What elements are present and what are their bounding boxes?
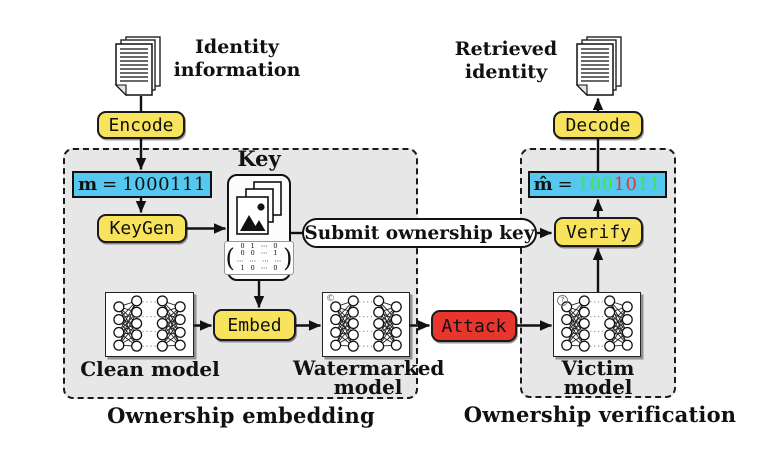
recovered-variable: m̂ (533, 174, 553, 195)
question-badge-icon: ? (557, 295, 568, 306)
retrieved-identity-label: Retrieved identity (454, 38, 558, 83)
matrix-right-paren: ) (283, 243, 293, 273)
identity-document-icon (114, 36, 161, 97)
neural-network-icon (561, 295, 633, 352)
key-icon: ( 0 1 ⋯ 0 0 0 ⋯ 1 ⋯ ⋯ ⋯ ⋯ 1 0 ⋯ 0 ) (223, 174, 295, 281)
clean-model-icon (105, 292, 194, 357)
ownership-verification-title: Ownership verification (463, 402, 737, 427)
attack-step-box: Attack (431, 310, 517, 342)
key-matrix: ( 0 1 ⋯ 0 0 0 ⋯ 1 ⋯ ⋯ ⋯ ⋯ 1 0 ⋯ 0 ) (223, 240, 295, 275)
recovered-bits: 1001011 (578, 174, 662, 195)
bits-correct-segment: 100 (577, 174, 614, 195)
bits-correct-segment: 11 (637, 174, 662, 195)
retrieved-document-icon (575, 36, 622, 97)
keygen-step-box: KeyGen (97, 214, 187, 243)
neural-network-icon (113, 295, 186, 352)
submit-ownership-key-pill: Submit ownership key (302, 218, 537, 248)
key-label: Key (237, 146, 281, 171)
watermarked-model-icon: © (322, 292, 410, 357)
matrix-row: ⋯ ⋯ ⋯ ⋯ (236, 256, 282, 265)
matrix-row: 0 1 ⋯ 0 (240, 241, 278, 250)
message-bits: 1000111 (122, 174, 206, 195)
matrix-row: 0 0 ⋯ 1 (240, 249, 278, 258)
image-stack-icon (236, 181, 282, 235)
decode-step-box: Decode (553, 111, 643, 139)
watermarked-model-label: Watermarked model (293, 356, 445, 399)
embed-step-box: Embed (213, 309, 296, 341)
encode-step-box: Encode (97, 111, 185, 139)
bits-error-segment: 10 (613, 174, 638, 195)
matrix-row: 1 0 ⋯ 0 (240, 264, 278, 273)
clean-model-label: Clean model (80, 357, 220, 381)
identity-information-label: Identity information (173, 36, 301, 81)
neural-network-icon (330, 295, 402, 352)
copyright-badge-icon: © (326, 294, 335, 304)
victim-model-icon: ? (553, 292, 641, 357)
victim-model-label: Victim model (561, 356, 635, 399)
matrix-left-paren: ( (225, 243, 235, 273)
equals-sign: = (102, 174, 118, 195)
message-variable: m (78, 174, 98, 195)
recovered-bits-box: m̂ = 1001011 (528, 171, 667, 198)
verify-step-box: Verify (554, 217, 643, 247)
message-bits-box: m = 1000111 (72, 171, 212, 198)
equals-sign: = (557, 174, 573, 195)
ownership-embedding-title: Ownership embedding (107, 403, 375, 428)
